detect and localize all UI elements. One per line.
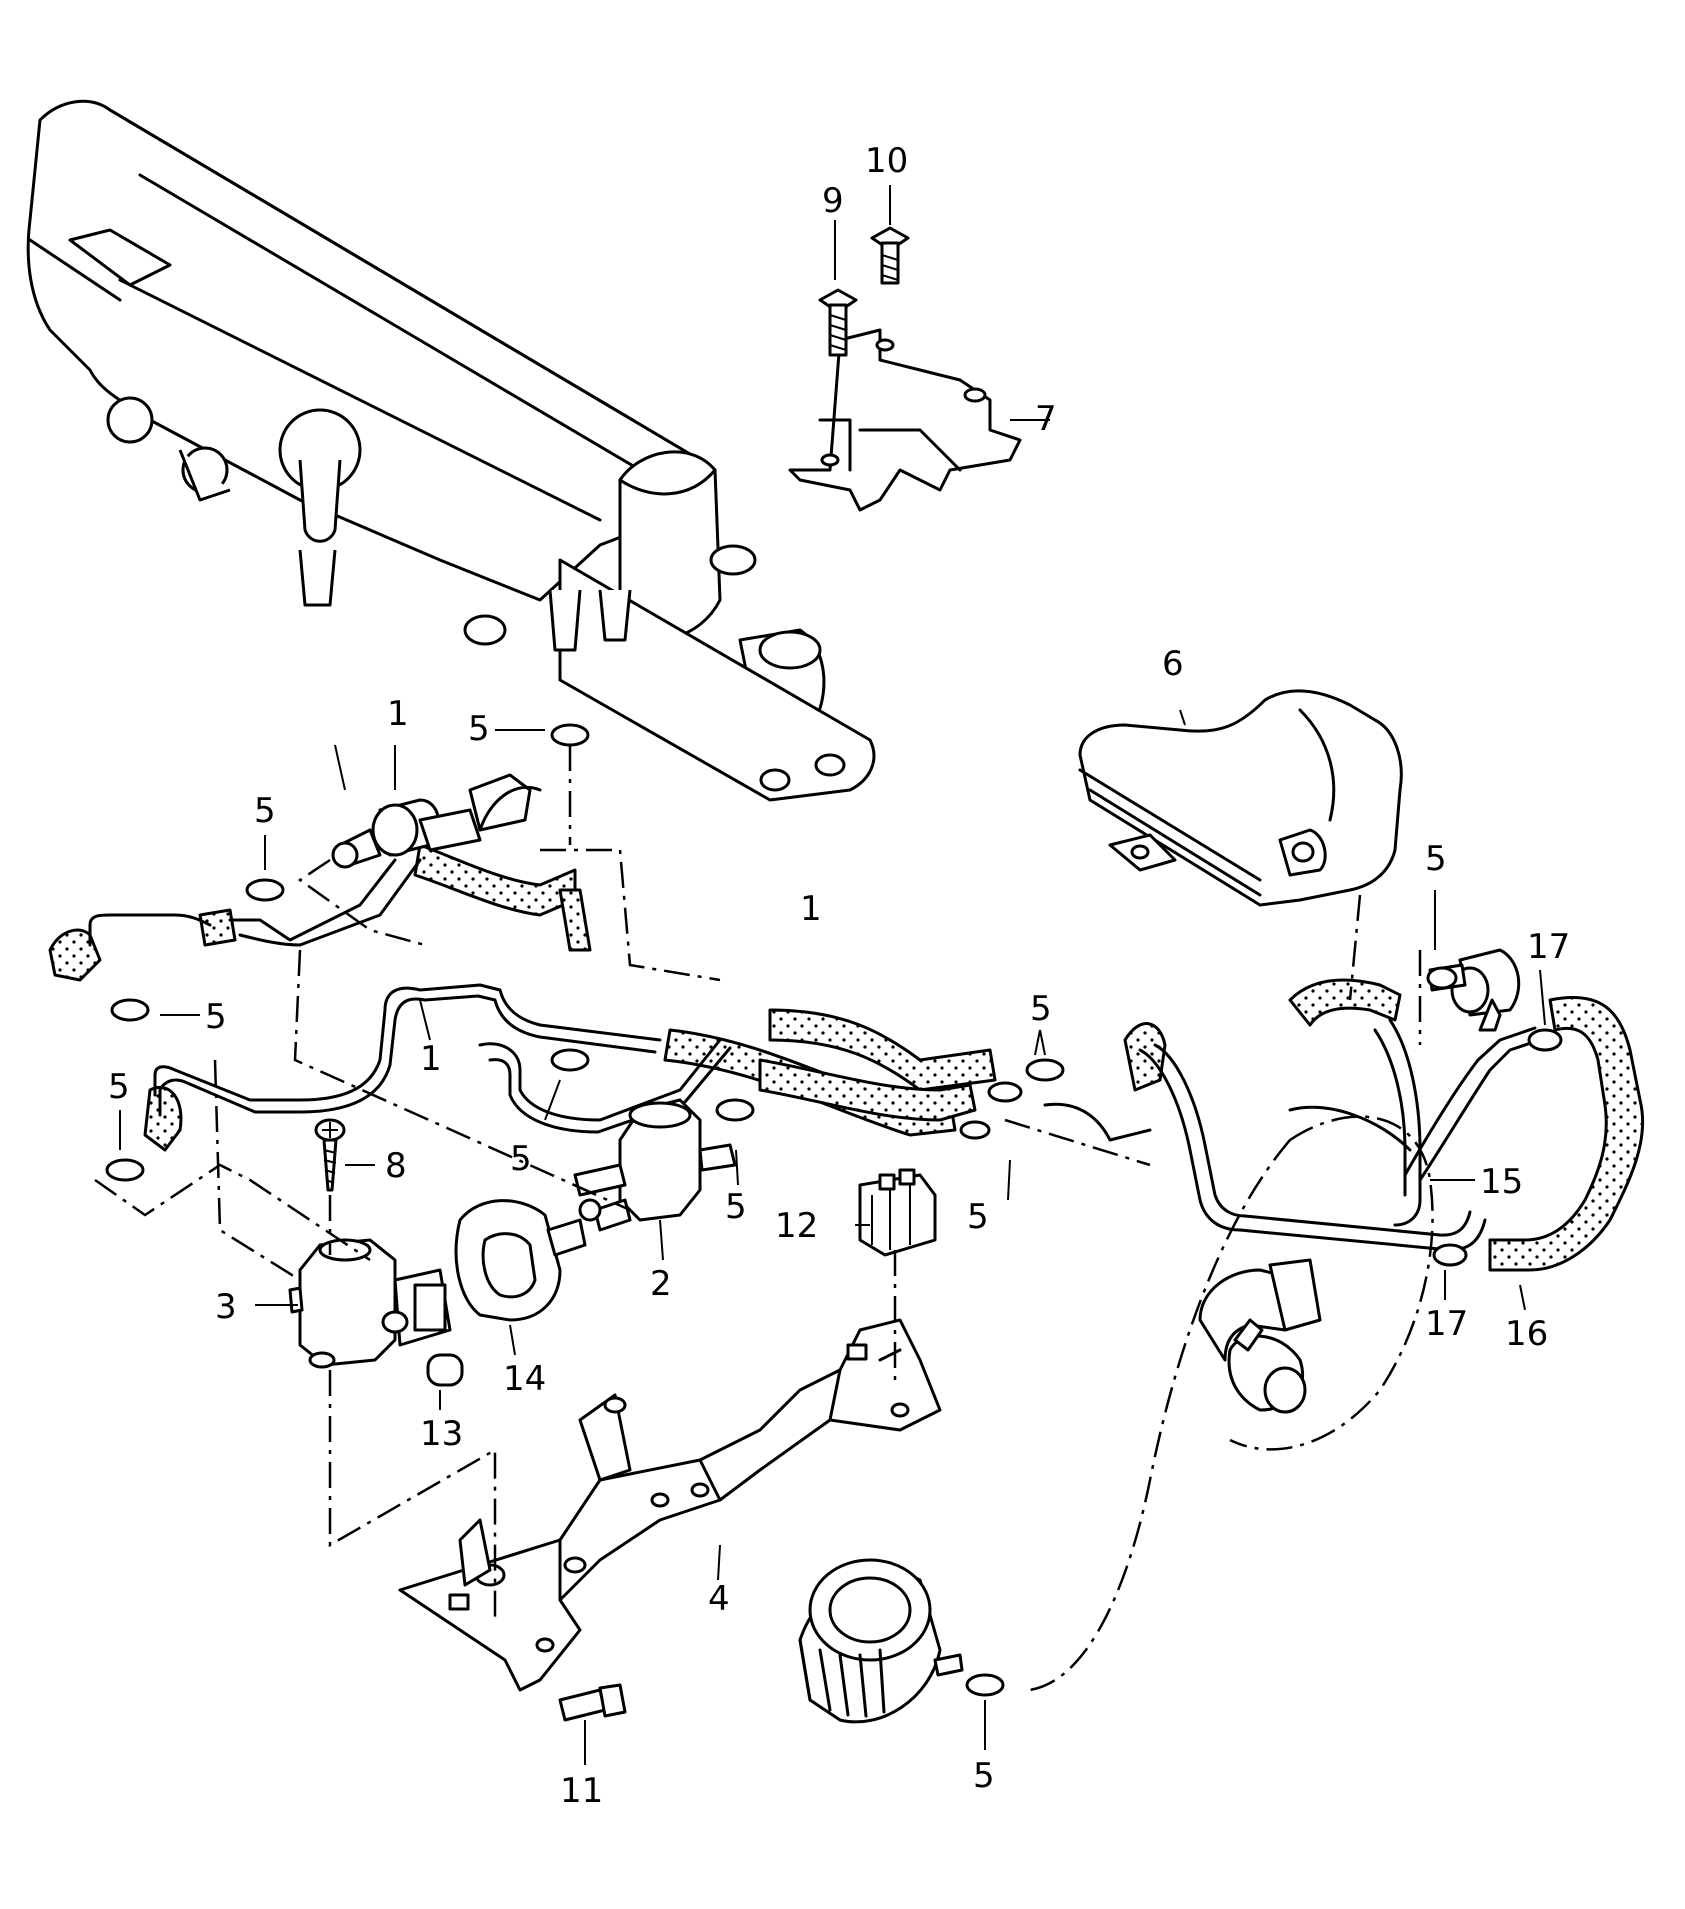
solenoid-valve-3 [288,1238,452,1369]
callout-17: 17 [1425,1304,1468,1344]
callout-12: 12 [775,1206,818,1246]
callout-3: 3 [215,1287,237,1327]
callout-5: 5 [1030,989,1052,1029]
callout-5: 5 [510,1139,532,1179]
pressure-sensor [1428,948,1521,1032]
callout-5: 5 [205,997,227,1037]
cap-13 [426,1353,464,1387]
bolt-11 [558,1683,627,1722]
callout-17: 17 [1527,927,1570,967]
callout-5: 5 [254,791,276,831]
callout-4: 4 [708,1579,730,1619]
callout-14: 14 [503,1359,546,1399]
filter-housing [798,1558,964,1724]
callout-labels: 1 1 1 2 3 4 5 5 5 5 5 5 5 5 5 5 6 7 8 9 … [108,141,1570,1811]
callout-1: 1 [387,694,409,734]
callout-5: 5 [973,1756,995,1796]
connector-12 [858,1168,937,1257]
charcoal-canister [1078,689,1403,907]
screw-8 [314,1118,346,1192]
callout-16: 16 [1505,1314,1548,1354]
callout-10: 10 [865,141,908,181]
callout-13: 13 [420,1414,463,1454]
intake-manifold [26,99,876,802]
callout-8: 8 [385,1146,407,1186]
clamp [550,723,590,747]
callout-5: 5 [967,1197,989,1237]
bolt-9 [818,288,858,357]
mounting-bracket-lower [398,1318,942,1692]
callout-6: 6 [1162,644,1184,684]
elbow-hose [1198,1258,1322,1414]
solenoid-valve-2 [573,1098,737,1232]
vent-valve-1 [331,773,542,869]
hose-clamps [105,723,1563,1697]
callout-5: 5 [725,1187,747,1227]
mounting-bracket-upper [788,328,1022,512]
callout-1: 1 [420,1039,442,1079]
bolt-10 [870,226,910,285]
callout-leaders [119,185,1546,1765]
callout-9: 9 [822,181,844,221]
hose-network [48,843,1645,1272]
chain-lines [94,745,1434,1692]
callout-5: 5 [108,1067,130,1107]
callout-1: 1 [800,889,822,929]
callout-11: 11 [560,1771,603,1811]
callout-5: 5 [468,709,490,749]
pipe-lines [88,858,1542,1252]
callout-2: 2 [650,1264,672,1304]
grommet-14 [454,1199,587,1322]
callout-5: 5 [1425,839,1447,879]
callout-7: 7 [1035,399,1057,439]
callout-15: 15 [1480,1162,1523,1202]
